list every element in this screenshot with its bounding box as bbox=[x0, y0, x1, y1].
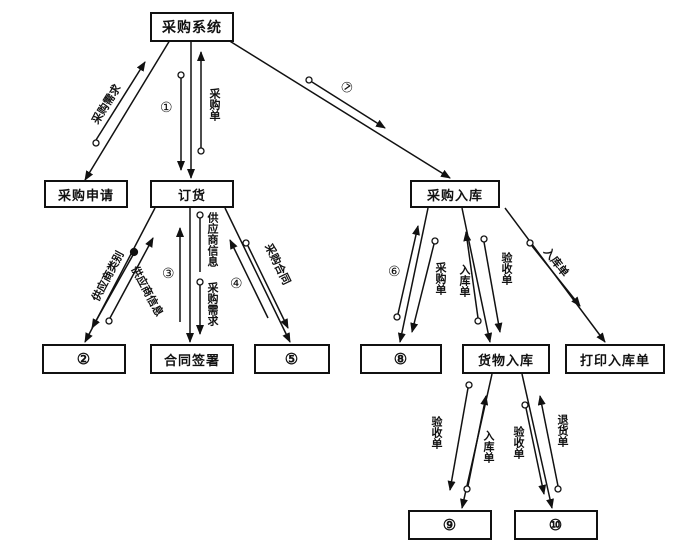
flow-arrow-inspection-doc-left bbox=[447, 387, 469, 491]
flow-arrow-receipt-doc bbox=[531, 245, 581, 307]
node-purchase-storage: 采购入库 bbox=[410, 180, 500, 208]
label-inspection-doc-right: 验收单 bbox=[512, 426, 525, 459]
edge-storage-8 bbox=[397, 207, 429, 343]
flow-dot-purchase-order bbox=[197, 147, 205, 155]
node-2: ② bbox=[42, 344, 126, 374]
flow-dot-purchase-order-right bbox=[431, 237, 439, 245]
node-5: ⑤ bbox=[254, 344, 330, 374]
flow-dot-purchase-demand bbox=[92, 139, 100, 147]
flow-arrow-inspection-doc bbox=[483, 241, 503, 333]
node-print-receipt: 打印入库单 bbox=[565, 344, 665, 374]
flow-arrow-purchase-order-right bbox=[410, 243, 435, 333]
label-return-doc: 退货单 bbox=[556, 414, 569, 447]
label-num-1: ① bbox=[160, 100, 173, 116]
edge-goods-10 bbox=[521, 373, 554, 509]
node-goods-storage: 货物入库 bbox=[462, 344, 550, 374]
label-inspection-doc: 验收单 bbox=[500, 252, 513, 285]
label-num-6: ⑥ bbox=[388, 264, 401, 280]
flow-arrow-6 bbox=[397, 225, 420, 315]
flow-arrow-supplier-category bbox=[91, 254, 134, 329]
flow-dot-purchase-demand-mid bbox=[196, 278, 204, 286]
node-root: 采购系统 bbox=[150, 12, 234, 42]
label-inspection-doc-left: 验收单 bbox=[430, 416, 443, 449]
flow-dot-6 bbox=[393, 313, 401, 321]
node-10: ⑩ bbox=[514, 510, 598, 540]
flow-arrow-supplier-info-left bbox=[109, 237, 154, 319]
flow-dot-inspection-doc bbox=[480, 235, 488, 243]
flow-dot-receipt-doc bbox=[526, 239, 534, 247]
flow-dot-supplier-info-left bbox=[105, 317, 113, 325]
flow-dot-return-doc bbox=[554, 485, 562, 493]
edge-root-storage bbox=[227, 39, 451, 179]
flow-dot-storage-doc-bottom bbox=[463, 485, 471, 493]
label-purchase-order-right: 采购单 bbox=[434, 262, 447, 295]
label-storage-doc: 入库单 bbox=[458, 264, 471, 297]
label-supplier-info-mid: 供应商信息 bbox=[206, 212, 219, 267]
label-num-3: ③ bbox=[162, 266, 175, 282]
node-purchase-request: 采购申请 bbox=[44, 180, 128, 208]
flow-arrow-purchase-contract bbox=[247, 245, 289, 329]
flow-dot-supplier-info-mid bbox=[196, 211, 204, 219]
flow-dot-supplier-category bbox=[129, 247, 139, 257]
flow-dot-7 bbox=[305, 76, 313, 84]
flow-dot-inspection-doc-left bbox=[465, 381, 473, 389]
flow-arrow-inspection-doc-right bbox=[525, 407, 547, 495]
flow-dot-purchase-contract bbox=[242, 239, 250, 247]
flow-arrow-purchase-demand bbox=[95, 61, 146, 141]
node-ordering: 订货 bbox=[150, 180, 234, 208]
flow-arrow-4 bbox=[229, 239, 269, 319]
label-purchase-order: 采购单 bbox=[208, 88, 221, 121]
edge-storage-goods bbox=[461, 207, 493, 343]
flow-arrow-7 bbox=[311, 81, 386, 129]
flow-dot-inspection-doc-right bbox=[521, 401, 529, 409]
node-contract-sign: 合同签署 bbox=[150, 344, 234, 374]
label-purchase-demand-mid: 采购需求 bbox=[206, 282, 219, 326]
flow-arrow-return-doc bbox=[537, 395, 559, 487]
label-storage-doc-bottom: 入库单 bbox=[482, 430, 495, 463]
flow-arrow-storage-doc-bottom bbox=[467, 395, 489, 487]
edge-root-request bbox=[84, 39, 171, 181]
flow-dot-storage-doc bbox=[474, 317, 482, 325]
flow-arrow-storage-doc bbox=[463, 231, 479, 319]
edge-ordering-5 bbox=[224, 207, 291, 343]
node-9: ⑨ bbox=[408, 510, 492, 540]
label-num-4: ④ bbox=[230, 276, 243, 292]
node-8: ⑧ bbox=[360, 344, 442, 374]
flow-dot-1 bbox=[177, 71, 185, 79]
